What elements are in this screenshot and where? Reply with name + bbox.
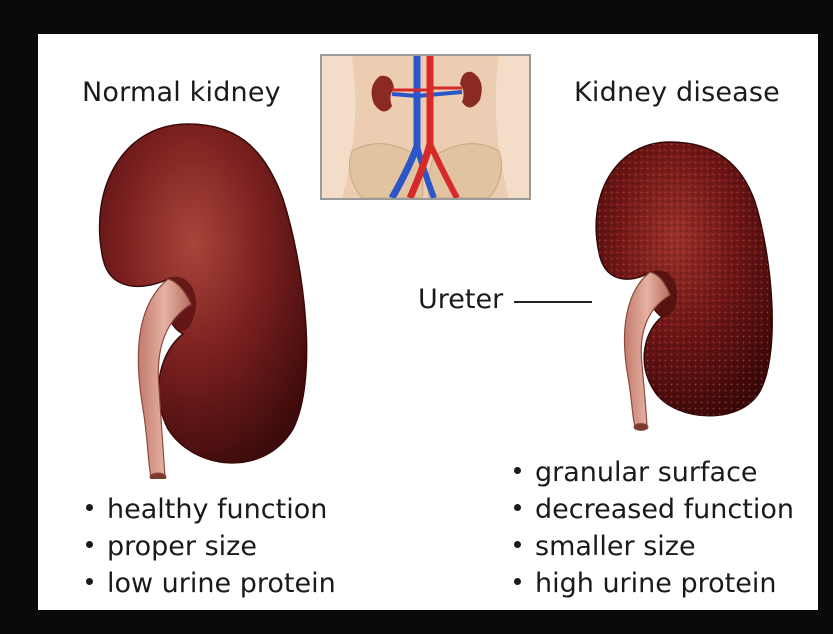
list-item: granular surface xyxy=(514,454,794,491)
normal-kidney-bullet-list: healthy function proper size low urine p… xyxy=(86,491,336,602)
list-item: decreased function xyxy=(514,491,794,528)
diseased-kidney-icon xyxy=(580,137,775,432)
anatomy-inset-illustration xyxy=(320,54,531,200)
ureter-leader-line xyxy=(514,301,592,303)
list-item: smaller size xyxy=(514,528,794,565)
bullet-icon xyxy=(514,541,521,548)
list-item: high urine protein xyxy=(514,565,794,602)
diagram-panel: Normal kidney Kidney disease xyxy=(38,34,818,610)
ureter-label: Ureter xyxy=(418,284,503,315)
bullet-icon xyxy=(514,578,521,585)
bullet-icon xyxy=(86,541,93,548)
list-item: low urine protein xyxy=(86,565,336,602)
normal-kidney-icon xyxy=(93,119,308,479)
bullet-icon xyxy=(86,578,93,585)
bullet-icon xyxy=(514,467,521,474)
bullet-icon xyxy=(86,504,93,511)
normal-kidney-title: Normal kidney xyxy=(82,77,281,108)
kidney-disease-bullet-list: granular surface decreased function smal… xyxy=(514,454,794,602)
torso-anatomy-icon xyxy=(322,56,529,198)
list-item: proper size xyxy=(86,528,336,565)
list-item: healthy function xyxy=(86,491,336,528)
bullet-icon xyxy=(514,504,521,511)
kidney-disease-title: Kidney disease xyxy=(574,77,780,108)
